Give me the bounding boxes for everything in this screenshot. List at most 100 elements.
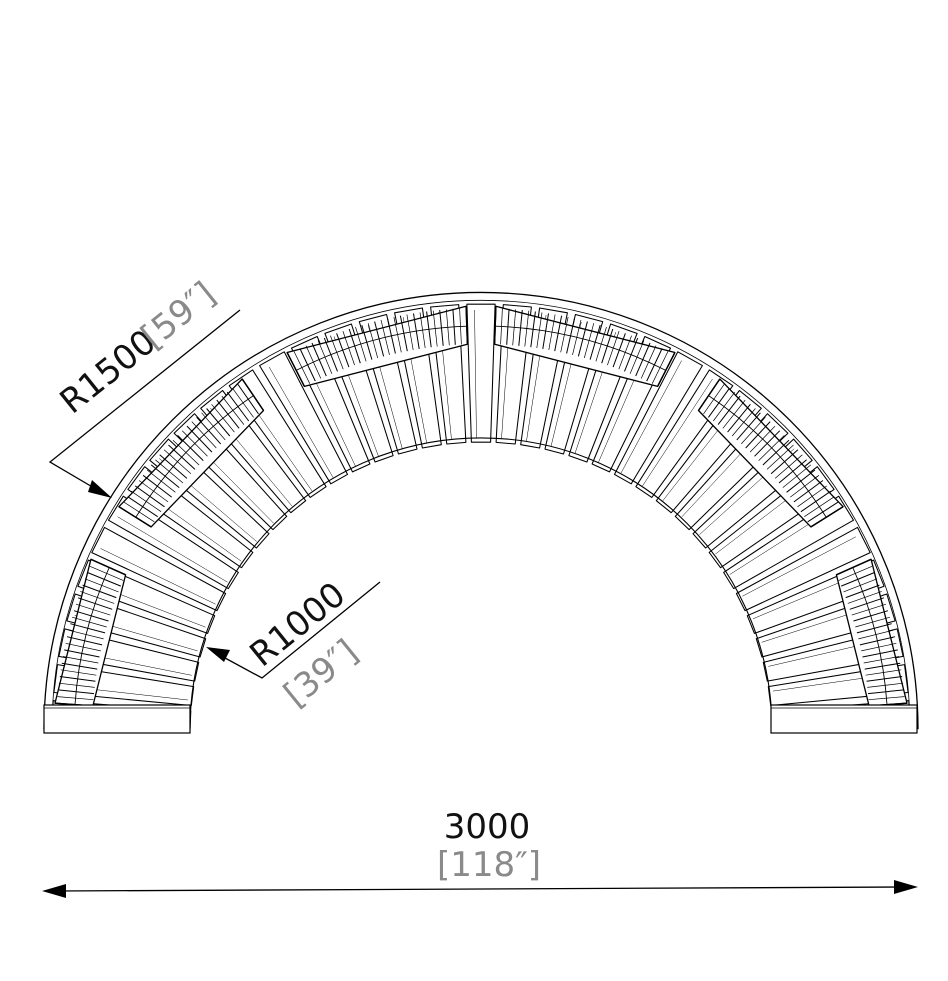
seat-slat xyxy=(466,303,496,443)
overall-width-left-arrowhead xyxy=(42,884,66,898)
backrest-bar xyxy=(374,321,385,357)
backrest-bar xyxy=(355,326,367,362)
backrest-bar xyxy=(87,572,121,587)
backrest-bar xyxy=(793,480,824,503)
backrest-bar xyxy=(560,316,569,353)
backrest-bar xyxy=(131,491,162,512)
backrest-bar xyxy=(500,308,503,345)
inner-radius-arrowhead xyxy=(206,647,230,662)
backrest-end xyxy=(656,352,676,387)
backrest-bar xyxy=(172,439,200,466)
backrest-bar xyxy=(142,474,173,498)
backrest-bar xyxy=(722,399,746,429)
overall-width-right-arrowhead xyxy=(894,880,918,894)
backrest-bar xyxy=(506,308,510,345)
backrest-bar xyxy=(536,312,543,349)
backrest-bar xyxy=(838,565,873,581)
backrest-bar xyxy=(89,565,124,581)
slat-detail-line xyxy=(117,516,228,583)
seat-slat xyxy=(613,351,703,485)
backrest-bar xyxy=(618,335,632,370)
backrest-bar xyxy=(841,572,875,587)
inner-edge-arc xyxy=(189,437,773,729)
backrest-bar xyxy=(317,340,333,374)
backrest-bar xyxy=(330,335,344,370)
backrest-bar xyxy=(774,454,803,479)
backrest-bar xyxy=(445,309,450,346)
backrest-bar xyxy=(778,459,807,484)
backrest-bar xyxy=(439,309,444,346)
backrest-end xyxy=(118,506,152,528)
backrest-bar xyxy=(518,309,523,346)
backrest-bar xyxy=(186,425,213,453)
backrest-bar xyxy=(196,416,222,445)
backrest-end xyxy=(836,558,872,576)
backrest-bar xyxy=(595,326,607,362)
backrest-bar xyxy=(399,315,408,352)
slat-detail-line xyxy=(268,366,334,478)
slat-detail-line xyxy=(620,360,682,474)
backrest-bar xyxy=(77,597,113,610)
backrest-bar xyxy=(191,421,217,449)
right-end-plinth xyxy=(770,704,918,734)
backrest-bar xyxy=(452,308,456,345)
backrest-bar xyxy=(406,314,414,351)
backrest-bar xyxy=(58,682,95,688)
backrest-bar xyxy=(58,689,95,695)
backrest-bar xyxy=(554,315,563,352)
backrest-bar xyxy=(624,337,639,372)
backrest-bar xyxy=(601,328,614,364)
backrest-bar xyxy=(717,395,741,425)
overall-width-dimension: 3000 [118″] xyxy=(42,807,918,898)
backrest-bar xyxy=(853,610,889,622)
inner-radius-leader-line xyxy=(213,581,381,679)
backrest-bar xyxy=(867,689,904,695)
backrest-bar xyxy=(206,408,231,437)
backrest-bar xyxy=(419,312,426,349)
backrest-bar xyxy=(542,313,549,349)
backrest-end xyxy=(697,378,721,411)
backrest-bar xyxy=(766,444,794,470)
backrest-bar xyxy=(426,311,432,348)
backrest-bar xyxy=(72,616,107,628)
backrest-bar xyxy=(864,662,901,670)
backrest-bar xyxy=(863,656,900,664)
backrest-bar xyxy=(629,340,645,374)
overall-width-imperial-label: [118″] xyxy=(437,845,541,885)
backrest-bar xyxy=(754,430,781,457)
backrest-bar xyxy=(57,696,94,701)
backrest-bar xyxy=(305,345,322,379)
backrest-bar xyxy=(845,584,880,599)
backrest-bar xyxy=(221,395,245,425)
backrest-bar xyxy=(155,459,184,484)
backrest-bar xyxy=(61,662,98,670)
outer-radius-arrowhead xyxy=(88,480,112,498)
overall-width-label: 3000 xyxy=(444,807,531,847)
backrest-bar xyxy=(60,669,97,676)
backrest-bar xyxy=(703,384,725,415)
backrest-bar xyxy=(847,591,882,604)
outer-radius-leader-line xyxy=(48,309,241,496)
backrest-bar xyxy=(736,412,761,441)
backrest-bar xyxy=(65,642,101,652)
backrest-bar xyxy=(566,318,575,354)
left-end-plinth xyxy=(43,704,191,734)
backrest-bar xyxy=(851,603,887,616)
backrest-rail xyxy=(708,395,827,518)
outer-edge-inner-arc xyxy=(51,299,911,730)
backrest-bar xyxy=(237,384,259,415)
backrest-bar xyxy=(387,318,396,354)
backrest-bar xyxy=(589,324,601,360)
slat-detail-line xyxy=(742,536,856,597)
backrest-bar xyxy=(293,351,311,384)
backrest-bar xyxy=(577,321,588,357)
backrest-bar xyxy=(548,314,556,351)
backrest-end xyxy=(241,378,265,411)
backrest-bar xyxy=(80,591,115,604)
backrest-bar xyxy=(859,636,896,646)
backrest-bar xyxy=(75,603,111,616)
backrest-bar xyxy=(607,330,620,366)
backrest-bar xyxy=(163,449,192,475)
backrest-bar xyxy=(84,578,119,593)
